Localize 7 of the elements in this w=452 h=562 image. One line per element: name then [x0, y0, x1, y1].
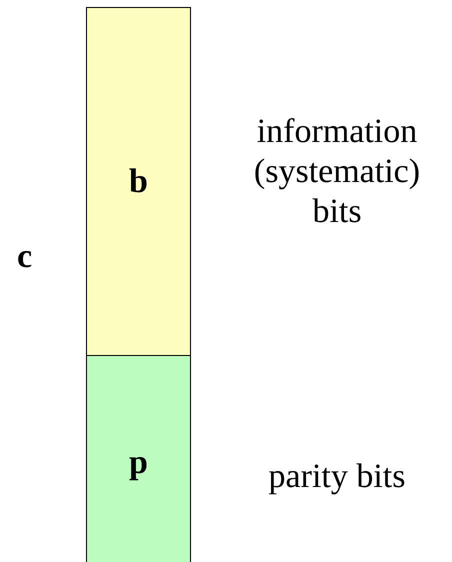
codeword-symbol: c: [17, 238, 32, 276]
block-description: information (systematic) bits: [252, 112, 422, 232]
block-symbol: p: [129, 444, 148, 482]
bit-block: [86, 355, 191, 562]
block-description: parity bits: [268, 457, 406, 497]
block-symbol: b: [129, 162, 148, 200]
bit-block: [86, 7, 191, 356]
